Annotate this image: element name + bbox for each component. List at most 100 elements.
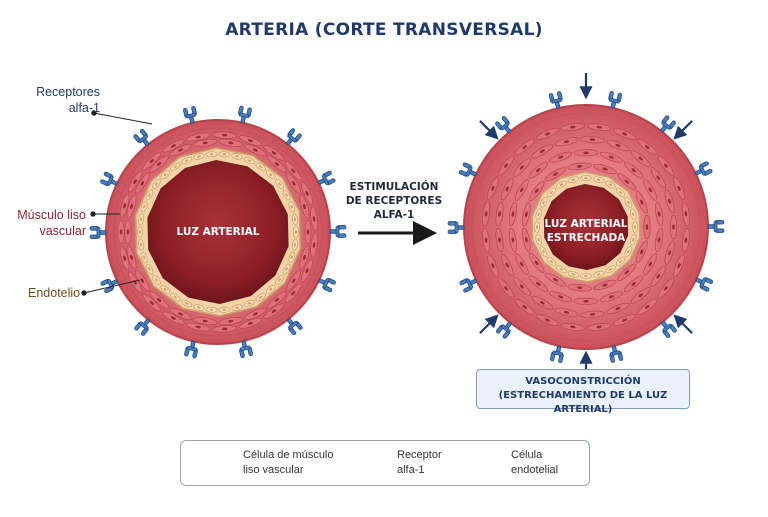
legend-item-smooth-muscle: Célula de músculo liso vascular [197, 448, 337, 480]
smooth-muscle-cell [267, 155, 287, 173]
smooth-muscle-cell [623, 161, 644, 179]
stimulation-label-line1: ESTIMULACIÓN [349, 181, 439, 193]
legend-endo-line2: endotelial [511, 464, 559, 476]
smooth-muscle-cell [218, 138, 244, 147]
smooth-muscle-cell [657, 155, 674, 176]
smooth-muscle-layer [482, 123, 690, 331]
smooth-muscle-cell [580, 136, 605, 144]
alpha1-receptor [496, 321, 512, 339]
callout-smooth-muscle: Músculo liso vascular [10, 207, 86, 239]
smooth-muscle-cell [212, 131, 237, 139]
endothelial-cell [605, 265, 616, 274]
smooth-muscle-cell [560, 323, 586, 331]
endothelial-cell [160, 170, 170, 180]
compression-arrow [673, 314, 693, 334]
endothelial-cell [288, 201, 296, 213]
endothelial-cell [282, 263, 291, 275]
smooth-muscle-cell [637, 139, 658, 156]
endothelial-cell [535, 208, 542, 220]
endothelial-cell [160, 284, 170, 294]
endothelial-cell [539, 197, 548, 208]
alpha1-receptor [609, 345, 624, 363]
endothelial-cell [170, 293, 181, 302]
smooth-muscle-cell [643, 179, 658, 201]
endothelial-cell [288, 251, 296, 263]
alpha1-receptor [661, 320, 677, 338]
callout-leaders [81, 110, 153, 296]
endothelial-cell [275, 274, 284, 285]
smooth-muscle-cell [482, 201, 490, 227]
alpha1-receptor [133, 128, 150, 146]
smooth-muscle-cell [263, 303, 285, 319]
smooth-muscle-cell [186, 132, 211, 142]
smooth-muscle-cell [586, 323, 612, 331]
smooth-muscle-cell [119, 246, 130, 271]
smooth-muscle-cell [286, 270, 302, 292]
compression-arrow [479, 120, 499, 140]
smooth-muscle-cell [654, 227, 664, 253]
endothelial-cell [624, 197, 633, 208]
smooth-muscle-cell [310, 206, 319, 232]
lumen-label-narrow: LUZ ARTERIAL ESTRECHADA [536, 217, 636, 245]
endothelial-cell [266, 284, 276, 294]
endothelial-cell [539, 246, 548, 257]
smooth-muscle-cell [487, 176, 499, 200]
smooth-muscle-cell [654, 201, 664, 227]
smooth-muscle-cell [664, 189, 675, 214]
smooth-muscle-cell [495, 227, 504, 253]
smooth-muscle-cell [573, 297, 599, 305]
endothelial-cell [580, 175, 592, 181]
smooth-muscle-cell [573, 149, 599, 157]
endothelial-cell [593, 176, 605, 183]
endothelial-cell [140, 251, 148, 263]
endothelial-cell [615, 187, 626, 198]
alpha1-receptor [329, 225, 347, 238]
smooth-muscle-cell [119, 193, 130, 218]
legend-item-receptor: Receptor alfa-1 [365, 448, 465, 480]
alpha1-receptors [89, 105, 347, 359]
smooth-muscle-cell [635, 190, 648, 214]
smooth-muscle-cell [508, 201, 518, 227]
smooth-muscle-cell [673, 254, 685, 278]
endothelial-cell [243, 157, 255, 165]
smooth-muscle-cell [126, 194, 137, 219]
smooth-muscle-cell [528, 180, 545, 202]
callout-receptors-line1: Receptores [36, 85, 100, 99]
endothelial-cell [145, 189, 154, 201]
smooth-muscle-cell [567, 283, 592, 292]
endothelial-cell [546, 187, 557, 198]
compression-arrow [479, 314, 499, 334]
smooth-muscle-cell [134, 172, 150, 194]
smooth-muscle-cell [500, 253, 514, 277]
smooth-muscle-cell [682, 201, 690, 227]
smooth-muscle-cell [613, 314, 637, 326]
smooth-muscle-cell [169, 307, 192, 321]
smooth-muscle-cell [528, 161, 549, 179]
callout-receptors: Receptores alfa-1 [36, 84, 100, 116]
callout-muscle-line2: vascular [39, 224, 86, 238]
smooth-muscle-cell [528, 275, 549, 293]
stimulation-label: ESTIMULACIÓN DE RECEPTORES ALFA-1 [342, 180, 446, 222]
smooth-muscle-cell [606, 302, 630, 315]
callout-receptors-line2: alfa-1 [68, 101, 100, 115]
smooth-muscle-cell [650, 265, 666, 287]
smooth-muscle-cell [554, 307, 579, 317]
legend-receptor-line1: Receptor [397, 449, 442, 461]
endothelial-cell [170, 162, 181, 171]
endothelial-cell [231, 153, 243, 160]
alpha1-receptor [660, 115, 676, 133]
endothelial-cell [266, 170, 276, 180]
alpha1-receptor [694, 161, 713, 176]
smooth-muscle-cell [286, 172, 302, 194]
smooth-muscle-cell [673, 176, 685, 200]
compression-arrows [479, 73, 693, 377]
legend-muscle-line2: liso vascular [243, 464, 304, 476]
smooth-muscle-cell [521, 227, 531, 252]
alpha1-receptor [238, 105, 252, 124]
stimulation-label-line2: DE RECEPTORES [345, 195, 443, 207]
vasoconstriction-title: VASOCONSTRICCIÓN [525, 376, 641, 387]
smooth-muscle-cell [186, 322, 211, 332]
legend-item-endothelial: Célula endotelial [471, 448, 581, 480]
artery-adventitia-ring [471, 112, 701, 342]
